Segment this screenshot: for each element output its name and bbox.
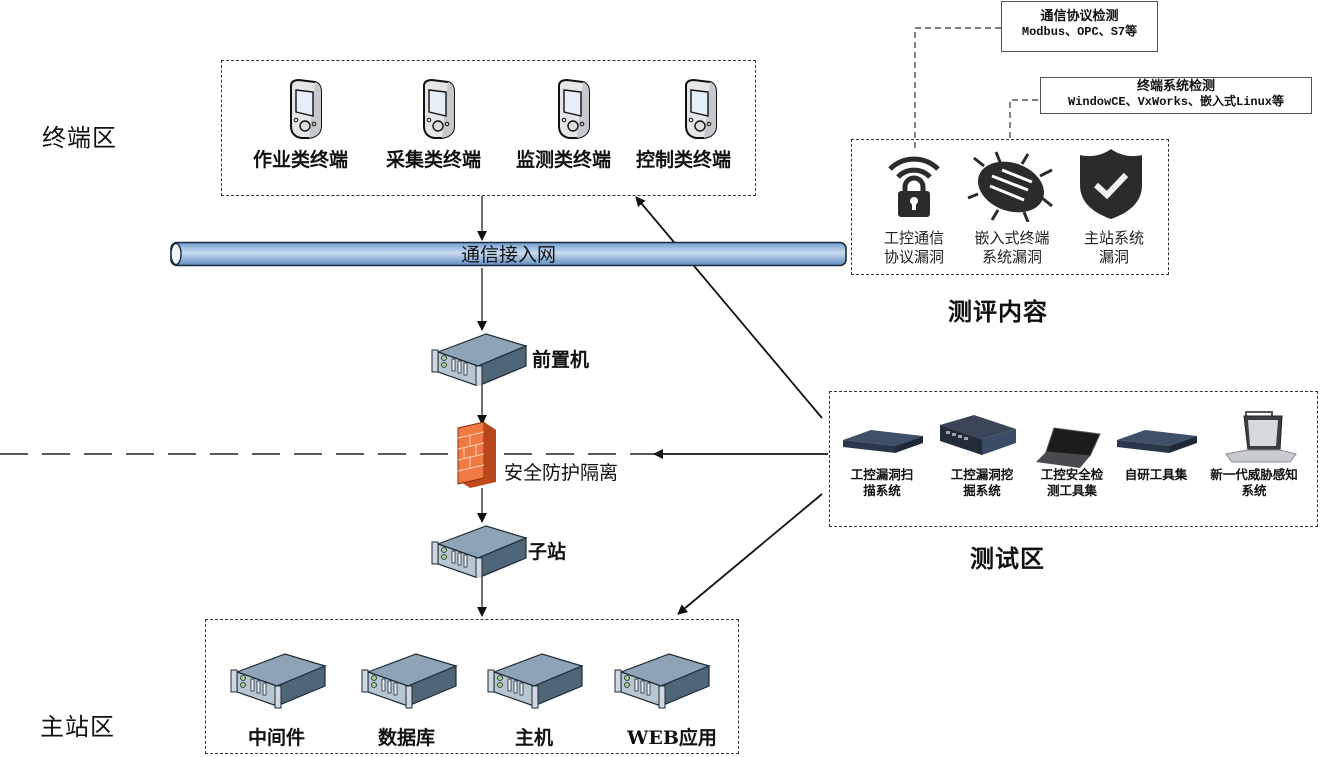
eval-label-line1: 工控通信 <box>883 229 944 247</box>
eval-item-embedded <box>966 150 1056 226</box>
handheld-terminal-icon <box>423 78 455 139</box>
tool-label-line1: 工控漏洞扫 <box>850 467 914 482</box>
eval-label-line1: 嵌入式终端 <box>974 229 1050 247</box>
server-icon <box>361 653 458 709</box>
server-icon <box>431 525 528 581</box>
test-zone-box <box>829 391 1318 527</box>
test-tool[interactable] <box>1220 410 1300 470</box>
network-pipe: 通信接入网 <box>167 241 850 267</box>
tool-label-line2: 掘系统 <box>963 483 1001 498</box>
server-icon <box>431 333 528 389</box>
callout-subtitle: Modbus、OPC、S7等 <box>1021 25 1138 39</box>
handheld-terminal-icon <box>290 78 322 139</box>
bug-icon <box>967 151 1053 223</box>
firewall-icon <box>457 421 496 488</box>
terminal-device[interactable] <box>553 78 593 144</box>
eval-zone-box <box>851 139 1169 275</box>
callout-title: 终端系统检测 <box>1136 79 1215 94</box>
master-server[interactable] <box>486 650 586 714</box>
terminal-label: 采集类终端 <box>386 149 482 171</box>
master-server[interactable] <box>229 650 329 714</box>
terminal-label: 控制类终端 <box>636 149 732 171</box>
terminal-label: 监测类终端 <box>516 149 612 171</box>
rack-appliance-icon <box>1117 430 1197 453</box>
test-tool-label: 工控漏洞扫 描系统 <box>840 467 924 499</box>
laptop-icon <box>1036 427 1101 468</box>
desktop-appliance-icon <box>940 415 1016 455</box>
tool-label-line2: 测工具集 <box>1046 483 1097 498</box>
tool-label-line2: 描系统 <box>863 483 901 498</box>
terminal-device[interactable] <box>285 78 325 144</box>
arrow-test-to-master <box>677 493 823 615</box>
substation-server[interactable] <box>430 522 530 582</box>
tool-label-line1: 工控安全检 <box>1040 467 1104 482</box>
tool-label-line2: 系统 <box>1241 483 1267 498</box>
callout-protocol: 通信协议检测 Modbus、OPC、S7等 <box>1001 1 1158 52</box>
tool-label-line1: 自研工具集 <box>1124 467 1188 482</box>
master-server-label: 主机 <box>515 727 554 749</box>
handheld-terminal-icon <box>685 78 717 139</box>
callout-subtitle: WindowCE、VxWorks、嵌入式Linux等 <box>1067 95 1285 109</box>
rack-appliance-icon <box>843 430 923 453</box>
callout-terminal-os: 终端系统检测 WindowCE、VxWorks、嵌入式Linux等 <box>1040 77 1312 114</box>
tool-label-line1: 工控漏洞挖 <box>950 467 1014 482</box>
eval-label-line2: 协议漏洞 <box>883 248 944 266</box>
callout-leader-protocol <box>914 27 1002 148</box>
wifi-lock-icon <box>888 156 940 217</box>
front-server[interactable] <box>430 330 530 390</box>
eval-label-line2: 系统漏洞 <box>981 248 1042 266</box>
terminal-device[interactable] <box>680 78 720 144</box>
master-server[interactable] <box>613 650 713 714</box>
test-tool[interactable] <box>1034 426 1104 474</box>
server-icon <box>230 653 327 709</box>
terminal-zone-box <box>221 60 756 196</box>
test-tool-label: 新一代威胁感知 系统 <box>1204 467 1304 499</box>
zone-label-master: 主站区 <box>40 713 115 741</box>
master-server-label: 数据库 <box>378 727 436 749</box>
master-server-label: WEB应用 <box>627 727 717 749</box>
zone-label-terminal: 终端区 <box>42 124 117 152</box>
eval-label-embedded: 嵌入式终端 系统漏洞 <box>966 229 1058 267</box>
eval-label-line2: 漏洞 <box>1098 248 1129 266</box>
network-label: 通信接入网 <box>460 244 556 266</box>
master-server-label: 中间件 <box>248 727 306 749</box>
server-icon <box>614 653 711 709</box>
terminal-label: 作业类终端 <box>253 149 349 171</box>
pipe-icon <box>170 241 847 267</box>
test-tool-label: 工控安全检 测工具集 <box>1028 467 1116 499</box>
callout-title: 通信协议检测 <box>1040 9 1119 24</box>
test-tool[interactable] <box>1115 426 1199 460</box>
eval-label-protocol: 工控通信 协议漏洞 <box>874 229 954 267</box>
eval-label-master: 主站系统 漏洞 <box>1072 229 1156 267</box>
test-tool-label: 工控漏洞挖 掘系统 <box>938 467 1026 499</box>
substation-label: 子站 <box>528 541 567 563</box>
firewall-label: 安全防护隔离 <box>504 462 619 484</box>
firewall[interactable] <box>454 420 500 494</box>
zone-label-eval: 测评内容 <box>948 297 1048 326</box>
zone-label-test: 测试区 <box>970 544 1045 573</box>
shield-check-icon <box>1080 149 1142 219</box>
handheld-terminal-icon <box>558 78 590 139</box>
eval-item-protocol <box>886 147 942 223</box>
terminal-device[interactable] <box>418 78 458 144</box>
tool-label-line1: 新一代威胁感知 <box>1210 467 1298 482</box>
eval-label-line1: 主站系统 <box>1083 229 1144 247</box>
arrow-test-to-terminal <box>635 196 823 419</box>
front-server-label: 前置机 <box>532 349 590 371</box>
server-icon <box>487 653 584 709</box>
eval-item-master <box>1078 147 1144 225</box>
master-zone-box <box>205 619 739 754</box>
master-server[interactable] <box>360 650 460 714</box>
test-tool[interactable] <box>841 426 925 460</box>
rugged-laptop-icon <box>1225 411 1297 463</box>
callout-leader-terminal-os <box>1009 99 1040 138</box>
test-tool[interactable] <box>938 413 1018 461</box>
test-tool-label: 自研工具集 <box>1116 467 1196 483</box>
